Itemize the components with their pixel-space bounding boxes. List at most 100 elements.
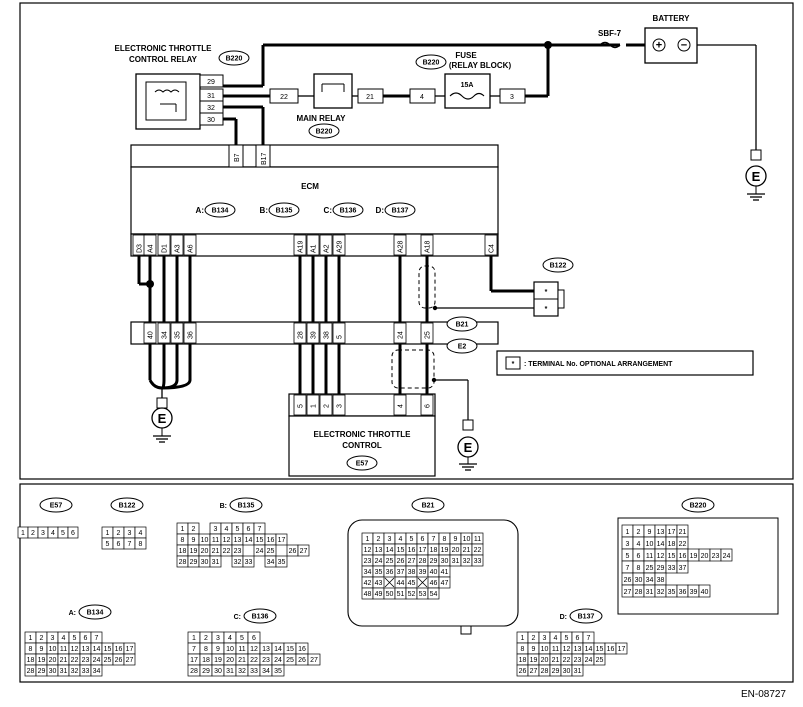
pin-number: 33 — [250, 668, 258, 675]
pin-number: 14 — [245, 537, 253, 544]
ecm-b137-ref: B137 — [392, 208, 409, 215]
pin-number: 26 — [397, 558, 405, 565]
pin-number: 38 — [657, 577, 665, 584]
face-prefix: D: — [560, 614, 567, 621]
pin-number: 8 — [181, 537, 185, 544]
ecm-pin-box — [332, 234, 346, 256]
ecm-pin-b17: B17 — [261, 152, 268, 165]
pin-number: 39 — [690, 589, 698, 596]
b21-pin-label: 36 — [188, 331, 195, 339]
pin-number: 19 — [690, 553, 698, 560]
pin-number: 52 — [408, 591, 416, 598]
b21-pin-box — [293, 322, 307, 344]
diagram-frame — [19, 2, 794, 480]
b21-pin-label: 34 — [162, 331, 169, 339]
pin-number: 29 — [202, 668, 210, 675]
ecm-pin-label: A2 — [324, 244, 331, 253]
pin-number: 1 — [181, 526, 185, 533]
pin-number: 16 — [267, 537, 275, 544]
pin-number: 50 — [386, 591, 394, 598]
pin-number: 51 — [397, 591, 405, 598]
b21-pin-box — [183, 322, 197, 344]
pin-number: 13 — [574, 646, 582, 653]
pin-number: 5 — [565, 635, 569, 642]
pin-number: 12 — [71, 646, 79, 653]
pin-number: 38 — [408, 569, 416, 576]
pin-number: 22 — [474, 547, 482, 554]
pin-number: 2 — [40, 635, 44, 642]
pin-number: 21 — [679, 529, 687, 536]
pin-number: 6 — [421, 536, 425, 543]
pin-number: 44 — [397, 580, 405, 587]
pin-number: 15 — [668, 553, 676, 560]
b21-pin-label: 25 — [425, 331, 432, 339]
pin-number: 27 — [300, 548, 308, 555]
pin-number: 28 — [419, 558, 427, 565]
ecm-pin-label: A28 — [398, 240, 405, 253]
pin-number: 19 — [190, 548, 198, 555]
b21-face-outline — [347, 519, 519, 627]
pin-number: 18 — [430, 547, 438, 554]
pin-number: 24 — [274, 657, 282, 664]
pin-number: 25 — [386, 558, 394, 565]
pin-number: 28 — [635, 589, 643, 596]
face-title: B220 — [690, 503, 707, 510]
pin-number: 31 — [226, 668, 234, 675]
pin-number: 48 — [364, 591, 372, 598]
pin-number: 11 — [60, 646, 67, 653]
pin-number: 22 — [250, 657, 258, 664]
b21-pin-label: 24 — [398, 331, 405, 339]
pin-number: 18 — [179, 548, 187, 555]
pin-number: 10 — [201, 537, 209, 544]
pin-number: 16 — [115, 646, 123, 653]
pin-number: 17 — [618, 646, 626, 653]
pin-cell — [593, 653, 606, 666]
pin-cell — [698, 584, 711, 598]
ecm-legend-d: D: — [376, 206, 384, 215]
pin-number: 30 — [563, 668, 571, 675]
pin-number: 27 — [310, 657, 318, 664]
pin-number: 5 — [106, 541, 110, 548]
pin-number: 15 — [397, 547, 405, 554]
face-prefix: A: — [69, 610, 76, 617]
pin-number: 16 — [607, 646, 615, 653]
pin-number: 23 — [234, 548, 242, 555]
pin-number: 5 — [61, 530, 65, 537]
pin-number: 6 — [71, 530, 75, 537]
ecm-label: ECM — [301, 182, 319, 191]
pin-number: 12 — [657, 553, 665, 560]
face-title: B21 — [422, 503, 435, 510]
pin-number: 39 — [419, 569, 427, 576]
fuse-amp: 15A — [461, 82, 474, 89]
pin-number: 34 — [364, 569, 372, 576]
ecm-pin-label: C4 — [489, 244, 496, 253]
pin-number: 2 — [204, 635, 208, 642]
pin-cell — [209, 555, 222, 568]
pin-number: 3 — [214, 526, 218, 533]
pin-number: 8 — [443, 536, 447, 543]
pin-number: 20 — [226, 657, 234, 664]
pin-number: 30 — [49, 668, 57, 675]
pin-number: 12 — [223, 537, 231, 544]
pin-number: 8 — [29, 646, 33, 653]
pin-number: 20 — [541, 657, 549, 664]
ground-label-etc: E — [464, 440, 473, 455]
pin-number: 3 — [128, 530, 132, 537]
pin-number: 19 — [38, 657, 46, 664]
pin-number: 33 — [474, 558, 482, 565]
pin-number: 4 — [225, 526, 229, 533]
pin-number: 17 — [190, 657, 198, 664]
diagram-code: EN-08727 — [741, 689, 786, 700]
throttle-control-relay: 29 31 32 30 ELECTRONIC THROTTLE CONTROL … — [115, 44, 250, 130]
pin-number: 3 — [388, 536, 392, 543]
ecm-b135-ref: B135 — [276, 208, 293, 215]
pin-number: 4 — [51, 530, 55, 537]
pin-number: 20 — [49, 657, 57, 664]
pin-number: 43 — [375, 580, 383, 587]
pin-number: 28 — [541, 668, 549, 675]
pin-number: 5 — [240, 635, 244, 642]
e57-ref: E57 — [356, 461, 369, 468]
pin-number: 35 — [375, 569, 383, 576]
pin-number: 22 — [679, 541, 687, 548]
pin-number: 6 — [252, 635, 256, 642]
